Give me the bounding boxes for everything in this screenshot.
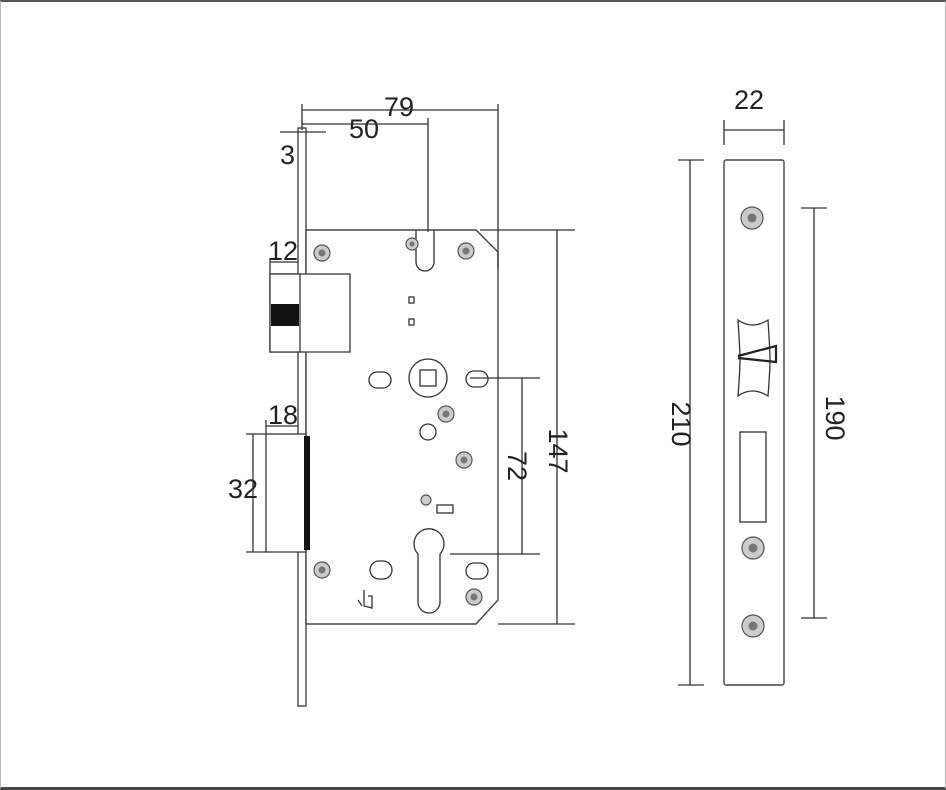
dim-190: 190 bbox=[820, 395, 850, 440]
strike-dimension-lines bbox=[678, 120, 827, 686]
dim-3: 3 bbox=[280, 140, 295, 170]
latch-bolt-band bbox=[271, 304, 299, 326]
cylinder-hole bbox=[413, 528, 445, 614]
screw-hole-small bbox=[420, 494, 432, 506]
dim-12: 12 bbox=[268, 236, 298, 266]
dim-32: 32 bbox=[228, 474, 258, 504]
small-square-2 bbox=[408, 318, 415, 326]
oval-bottom-right bbox=[465, 562, 489, 580]
strike-plate-outline bbox=[723, 159, 785, 686]
lock-case bbox=[305, 229, 499, 625]
top-slot bbox=[415, 230, 435, 272]
strike-plate bbox=[723, 159, 785, 686]
mortise-lock-body bbox=[265, 127, 499, 707]
dim-210: 210 bbox=[666, 401, 696, 446]
faceplate bbox=[297, 127, 307, 707]
strike-latch-opening bbox=[737, 318, 771, 398]
oval-bottom bbox=[369, 560, 393, 580]
round-hole-mid bbox=[419, 423, 437, 441]
deadbolt bbox=[265, 433, 307, 553]
dim-79: 79 bbox=[384, 92, 414, 122]
dim-72: 72 bbox=[502, 451, 532, 481]
small-slot bbox=[436, 504, 454, 514]
dim-50: 50 bbox=[349, 114, 379, 144]
oval-right bbox=[465, 370, 489, 388]
hook-detail bbox=[357, 590, 373, 609]
strike-latch-tab bbox=[737, 344, 778, 364]
spindle-hub bbox=[408, 358, 448, 398]
small-square-1 bbox=[408, 296, 415, 304]
lock-dimension-lines bbox=[246, 104, 575, 625]
dim-18: 18 bbox=[268, 400, 298, 430]
dim-22: 22 bbox=[734, 85, 764, 115]
oval-left bbox=[368, 371, 392, 389]
deadbolt-edge bbox=[304, 436, 310, 550]
dim-147: 147 bbox=[543, 428, 573, 473]
spindle-square bbox=[419, 369, 437, 387]
strike-deadbolt-opening bbox=[739, 431, 767, 523]
